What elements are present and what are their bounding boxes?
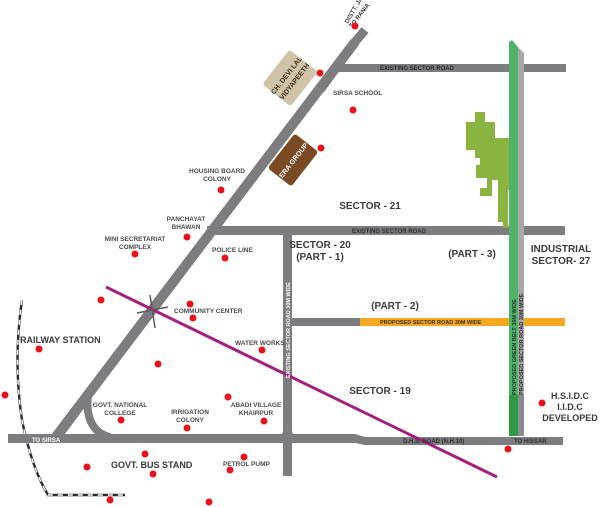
govt-bus-stand-label: GOVT. BUS STAND	[111, 460, 193, 470]
mini-secretariat-label-1: MINI SECRETARIAT	[105, 236, 166, 243]
proposed-sector-road-vertical-label: PROPOSED SECTOR ROAD 30M WIDE	[519, 293, 525, 395]
dhs-road-bottom-label: D.H.S. ROAD (N.H.10)	[403, 439, 464, 445]
community-center-label: COMMUNITY CENTER	[174, 308, 243, 315]
abadi-village-label-1: ABADI VILLAGE	[231, 402, 282, 409]
railway-station-label: RAILWAY STATION	[20, 335, 101, 345]
junction-marker	[136, 294, 169, 329]
sector-road-part2-existing	[292, 318, 360, 326]
hsidc-label-3: DEVELOPED	[542, 413, 598, 423]
mini-secretariat-label-2: COMPLEX	[119, 244, 152, 251]
railway-line	[16, 299, 125, 497]
distt-jail-dot	[351, 22, 359, 30]
sirsa-school-label: SIRSA SCHOOL	[333, 90, 382, 97]
housing-board-label-1: HOUSING BOARD	[189, 168, 245, 175]
existing-sector-road-top-label: EXISTING SECTOR ROAD	[380, 66, 455, 72]
industrial-sector-label-1: INDUSTRIAL	[531, 244, 592, 255]
existing-sector-road-mid-label: EXISTING SECTOR ROAD	[352, 229, 427, 235]
proposed-green-belt	[509, 40, 518, 436]
sector-21-label: SECTOR - 21	[339, 201, 401, 212]
irrigation-colony-label-2: COLONY	[176, 417, 204, 424]
existing-sector-road-top	[334, 64, 566, 72]
landmark-dots	[1, 22, 546, 506]
sector-19-label: SECTOR - 19	[349, 386, 411, 397]
proposed-sector-road-horizontal	[360, 318, 565, 326]
to-sirsa-label: TO SIRSA	[32, 438, 61, 444]
hsidc-label-2: I.I.D.C	[557, 402, 583, 412]
petrol-pump-label: PETROL PUMP	[223, 461, 270, 468]
sector-20-label-2: (PART - 1)	[296, 252, 344, 263]
existing-sector-road-mid	[207, 226, 565, 235]
proposed-sector-road-vertical	[518, 47, 524, 436]
to-hissar-label: TO HISSAR	[514, 439, 547, 445]
proposed-sector-road-horizontal-label: PROPOSED SECTOR ROAD 30M WIDE	[380, 320, 482, 326]
part-2-label: (PART - 2)	[371, 301, 419, 312]
govt-national-college-label-1: GOVT. NATIONAL	[93, 402, 147, 409]
metro-line	[105, 285, 498, 479]
abadi-village-label-2: KHAIRPUR	[239, 410, 274, 417]
govt-national-college-label-2: COLLEGE	[104, 410, 136, 417]
police-line-label: POLICE LINE	[212, 247, 253, 254]
water-works-label: WATER WORKS	[235, 340, 285, 347]
part-3-label: (PART - 3)	[448, 249, 496, 260]
housing-board-label-2: COLONY	[203, 176, 231, 183]
panchayat-bhawan-label-1: PANCHAYAT	[167, 216, 206, 223]
hsidc-label-1: H.S.I.D.C	[551, 391, 590, 401]
industrial-sector-label-2: SECTOR- 27	[532, 256, 591, 267]
proposed-green-belt-label: PROPOSED GREEN BELT 30M WIDE	[512, 299, 518, 395]
to-rania-road	[316, 27, 369, 93]
existing-sector-road-vertical	[283, 230, 292, 476]
main-diagonal-road	[51, 38, 359, 442]
irrigation-colony-label-1: IRRIGATION	[171, 409, 209, 416]
sector-20-label-1: SECTOR - 20	[289, 240, 351, 251]
panchayat-bhawan-label-2: BHAWAN	[172, 224, 201, 231]
project-site-plot	[466, 112, 522, 228]
existing-sector-road-30m-label: EXISTING SECTOR ROAD 30M WIDE	[286, 282, 292, 378]
